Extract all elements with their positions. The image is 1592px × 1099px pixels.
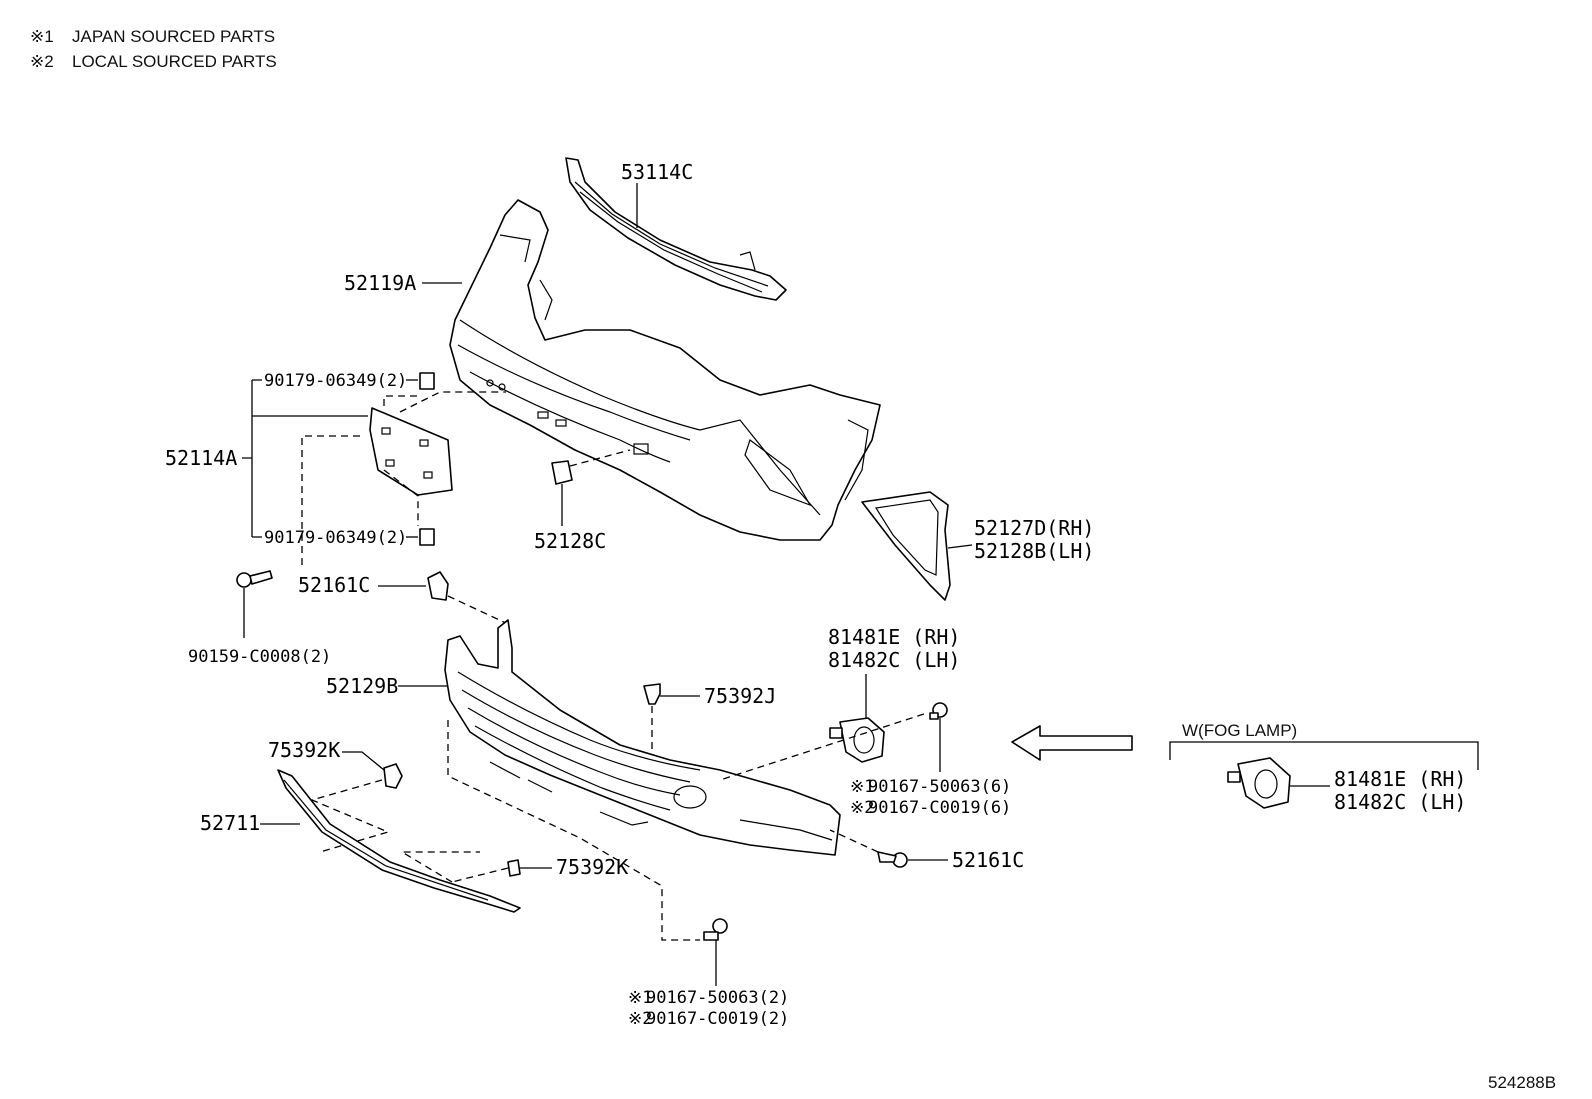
note-local-sourced: LOCAL SOURCED PARTS <box>72 52 277 71</box>
fog-lamp-variant: W(FOG LAMP) 81481E (RH) 81482C (LH) <box>1169 721 1479 814</box>
label-52161C-top[interactable]: 52161C <box>298 573 370 597</box>
label-52114A[interactable]: 52114A <box>165 446 237 470</box>
label-52161C-right[interactable]: 52161C <box>952 848 1024 872</box>
label-81481E[interactable]: 81481E (RH) <box>828 625 960 649</box>
dash-52161C-top <box>447 595 509 625</box>
note-japan-sourced: JAPAN SOURCED PARTS <box>72 27 275 46</box>
label-81482C[interactable]: 81482C (LH) <box>828 648 960 672</box>
label-90167-mid-1[interactable]: 90167-50063(6) <box>868 777 1011 797</box>
diagram-id: 524288B <box>1488 1073 1556 1092</box>
legend: ※1 JAPAN SOURCED PARTS ※2 LOCAL SOURCED … <box>30 27 277 71</box>
clip-90179-top[interactable] <box>419 372 435 390</box>
part-52119A-bumper-cover[interactable] <box>449 199 881 541</box>
label-52128C[interactable]: 52128C <box>534 529 606 553</box>
label-52129B[interactable]: 52129B <box>326 674 398 698</box>
label-52711[interactable]: 52711 <box>200 811 260 835</box>
part-52127D-inner <box>875 499 939 576</box>
part-90159-bolt[interactable] <box>236 570 273 588</box>
note-mark-1: ※1 <box>30 27 54 46</box>
mark-2-low: ※2 <box>628 1009 652 1029</box>
label-fog-rh[interactable]: 81481E (RH) <box>1334 767 1466 791</box>
mark-1-mid: ※1 <box>850 777 874 797</box>
dash-75392K-top <box>310 779 390 853</box>
part-52114A-license-bracket[interactable] <box>369 407 453 496</box>
part-52129B-lower-bumper[interactable] <box>444 619 841 856</box>
label-90167-low-2[interactable]: 90167-C0019(2) <box>646 1009 789 1029</box>
part-75392J-clip[interactable] <box>643 683 661 705</box>
label-75392K-top[interactable]: 75392K <box>268 738 340 762</box>
label-75392J[interactable]: 75392J <box>704 684 776 708</box>
label-52128B-LH[interactable]: 52128B(LH) <box>974 539 1094 563</box>
label-90167-mid-2[interactable]: 90167-C0019(6) <box>868 798 1011 818</box>
dash-52128C <box>569 449 631 467</box>
mark-2-mid: ※2 <box>850 798 874 818</box>
arrow-icon <box>1011 725 1133 761</box>
dash-52161C-right <box>829 829 879 853</box>
mark-1-low: ※1 <box>628 988 652 1008</box>
label-90179-bottom[interactable]: 90179-06349(2) <box>264 528 407 548</box>
leader-52127D <box>947 544 973 549</box>
clip-90179-bottom[interactable] <box>419 528 435 546</box>
dash-90167-mid <box>719 713 925 781</box>
part-81481E-fog-bracket[interactable] <box>829 717 885 763</box>
part-52161C-right-clip[interactable] <box>877 851 908 868</box>
leader-75392K-top <box>342 751 385 771</box>
label-fog-lh[interactable]: 81482C (LH) <box>1334 790 1466 814</box>
note-mark-2: ※2 <box>30 52 54 71</box>
part-90167-mid-screw[interactable] <box>929 702 948 720</box>
label-52127D-RH[interactable]: 52127D(RH) <box>974 516 1094 540</box>
part-52161C-top-clip[interactable] <box>427 571 449 601</box>
bracket-52114A-leaders <box>242 379 368 538</box>
fog-lamp-bracket-line <box>1169 741 1479 770</box>
fog-lamp-title: W(FOG LAMP) <box>1182 721 1297 740</box>
part-90167-low-screw[interactable] <box>703 918 728 941</box>
part-52711-molding[interactable] <box>277 769 521 913</box>
part-75392K-top-clip[interactable] <box>383 763 403 789</box>
part-53114C-grille[interactable] <box>565 157 787 301</box>
part-52128C-cap[interactable] <box>551 460 573 485</box>
part-75392K-bottom-clip[interactable] <box>507 859 521 877</box>
label-53114C[interactable]: 53114C <box>621 160 693 184</box>
label-90179-top[interactable]: 90179-06349(2) <box>264 371 407 391</box>
label-90159[interactable]: 90159-C0008(2) <box>188 647 331 667</box>
dash-75392K-bottom <box>399 720 700 941</box>
part-52127D-side-cover[interactable] <box>861 491 951 601</box>
label-52119A[interactable]: 52119A <box>344 271 416 295</box>
label-90167-low-1[interactable]: 90167-50063(2) <box>646 988 789 1008</box>
label-75392K-bottom[interactable]: 75392K <box>556 855 628 879</box>
part-81481E-fog-bracket-variant[interactable] <box>1227 757 1291 809</box>
